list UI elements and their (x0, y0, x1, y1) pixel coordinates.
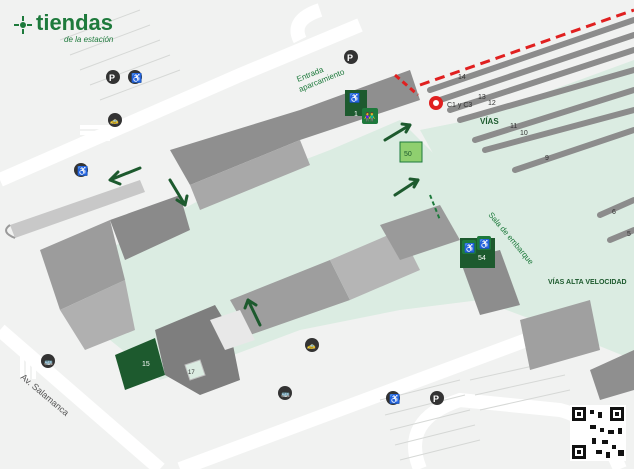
track-12: 12 (488, 100, 496, 107)
qr-code (570, 405, 626, 461)
svg-text:♿: ♿ (464, 242, 475, 253)
taxi-icon: 🚕 (108, 113, 122, 127)
shop-17-label: 17 (188, 370, 195, 376)
crosswalks (20, 125, 110, 379)
svg-text:🚌: 🚌 (44, 359, 53, 366)
svg-text:🚕: 🚕 (110, 118, 119, 125)
cercanias-label: C1 y C3 (447, 102, 472, 109)
track-5: 5 (627, 231, 631, 238)
direction-arrows (108, 122, 420, 327)
taxi-icon-2: 🚕 (305, 338, 319, 352)
track-13: 13 (478, 94, 486, 101)
shop-1-label: 1 (354, 111, 358, 118)
escalator-ramp (5, 180, 145, 239)
accessibility-icon-5: ♿ (462, 240, 476, 254)
toilets-glyph: 👫 (364, 111, 375, 122)
buildings (40, 70, 634, 400)
accessibility-icon-6: ♿ (477, 236, 491, 250)
parking-icon-2: P (344, 50, 358, 64)
parking-icon-3: P (430, 391, 444, 405)
red-dashed-line-2 (394, 73, 419, 97)
brand-dot (14, 16, 32, 34)
svg-text:♿: ♿ (389, 393, 400, 404)
accessibility-icon-3: ♿ (347, 90, 361, 104)
shop-15-label: 15 (142, 361, 150, 368)
track-10: 10 (520, 130, 528, 137)
bus-icon-2: 🚌 (278, 386, 292, 400)
track-6: 6 (612, 209, 616, 216)
accessibility-icon-4: ♿ (386, 391, 400, 405)
svg-text:♿: ♿ (479, 238, 490, 249)
svg-text:♿: ♿ (77, 165, 88, 176)
svg-text:P: P (347, 53, 353, 63)
svg-text:🚕: 🚕 (307, 343, 316, 350)
parking-grid (59, 9, 571, 461)
track-number-labels: 14 13 12 11 10 9 6 5 (458, 74, 631, 238)
tracks (427, 17, 634, 243)
shop-50-label: 50 (404, 151, 412, 158)
track-14: 14 (458, 74, 466, 81)
shop-54-label: 54 (478, 255, 486, 262)
accessibility-icon-2: ♿ (74, 163, 88, 177)
parking-icon: P (106, 70, 120, 84)
toilets-icon (362, 108, 378, 124)
shop-17[interactable] (184, 359, 206, 381)
accessibility-icon: ♿ (128, 70, 142, 84)
boarding-dashed-line (429, 194, 441, 221)
vias-alta-label: VÍAS ALTA VELOCIDAD (548, 277, 627, 286)
svg-text:P: P (433, 394, 439, 404)
track-9: 9 (545, 155, 549, 162)
red-dashed-line (419, 8, 634, 87)
bus-icon: 🚌 (41, 354, 55, 368)
svg-text:♿: ♿ (131, 72, 142, 83)
track-11: 11 (510, 123, 517, 130)
shop-50[interactable] (399, 141, 423, 163)
svg-text:🚌: 🚌 (281, 391, 290, 398)
brand-tagline: de la estación (64, 35, 114, 44)
svg-text:♿: ♿ (349, 92, 360, 103)
vias-label: VÍAS (480, 117, 499, 126)
shop-15[interactable] (115, 338, 165, 390)
train-icon (429, 96, 443, 110)
svg-text:P: P (109, 73, 115, 83)
brand-name: tiendas (36, 10, 114, 35)
